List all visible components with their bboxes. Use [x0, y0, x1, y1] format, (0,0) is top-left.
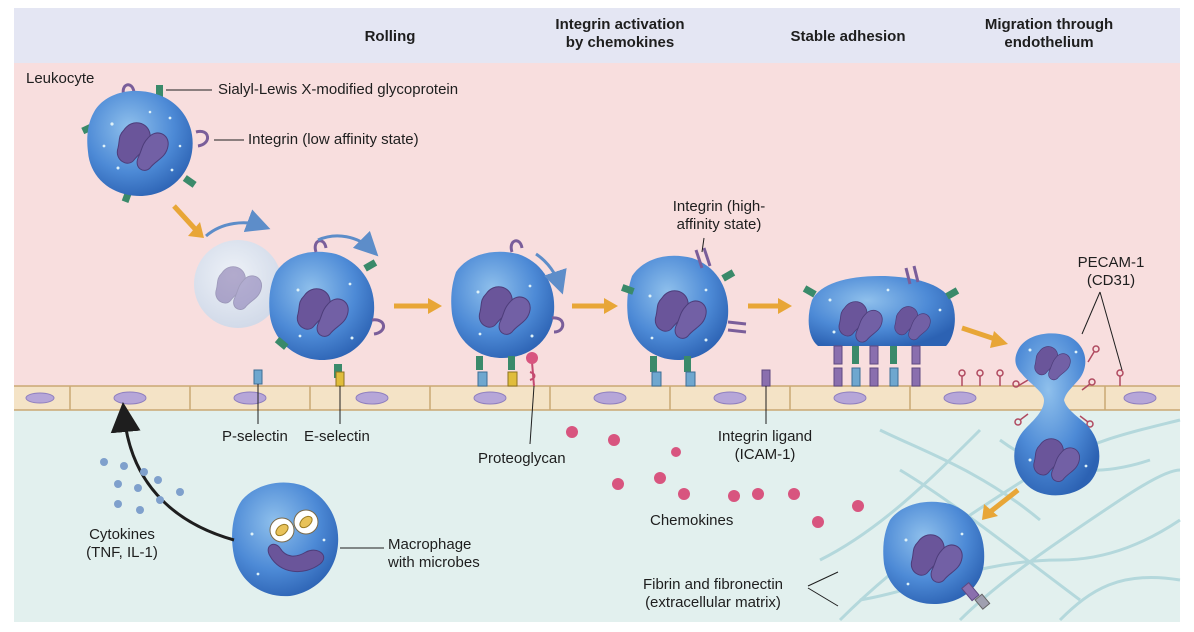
label-fibrin-line1: Fibrin and fibronectin [642, 576, 784, 593]
stage-migration-line1: Migration through [984, 16, 1114, 33]
tissue-area [14, 410, 1180, 622]
label-integrin-high-line1: Integrin (high- [672, 198, 766, 215]
label-integrin-low-affinity: Integrin (low affinity state) [248, 131, 419, 148]
progression-arrow-5 [961, 325, 999, 343]
label-pecam-1-line2: (CD31) [1086, 272, 1136, 289]
rolling-leukocyte-2 [451, 239, 567, 387]
cytokine-molecules [100, 458, 184, 514]
pecam-1-leaders [1081, 291, 1123, 371]
transmigrating-leukocyte [1014, 333, 1100, 496]
stage-migration-line2: endothelium [1004, 34, 1094, 51]
proteoglycan [526, 352, 538, 387]
adherent-leukocyte [802, 265, 960, 387]
label-macrophage-line2: with microbes [388, 554, 480, 571]
progression-arrow-1 [172, 204, 198, 232]
rolling-leukocyte [253, 230, 385, 387]
label-chemokines: Chemokines [650, 512, 734, 529]
rolling-motion-arrow [205, 209, 271, 238]
label-leaders [166, 89, 839, 607]
leukocyte-cell [81, 83, 209, 203]
label-leukocyte: Leukocyte [26, 70, 95, 87]
label-cytokines-line2: (TNF, IL-1) [86, 544, 158, 561]
stage-rolling: Rolling [364, 28, 416, 45]
label-fibrin-line2: (extracellular matrix) [645, 594, 781, 611]
microbe-icons [269, 509, 319, 543]
chemokine-molecules [566, 426, 864, 528]
label-e-selectin: E-selectin [304, 428, 370, 445]
stage-integrin-activation-line2: by chemokines [565, 34, 675, 51]
label-integrin-high-line2: affinity state) [676, 216, 762, 233]
label-p-selectin: P-selectin [222, 428, 288, 445]
label-integrin-ligand-line2: (ICAM-1) [734, 446, 796, 463]
integrin-high-leader [701, 237, 705, 253]
label-pecam-1-line1: PECAM-1 [1077, 254, 1145, 271]
stage-header-band [14, 8, 1180, 63]
stage-stable-adhesion: Stable adhesion [790, 28, 906, 45]
cytokine-signal-arrow [110, 402, 235, 542]
label-macrophage-line1: Macrophage [388, 536, 472, 553]
stage-integrin-activation-line1: Integrin activation [555, 16, 685, 33]
rolling-cell-ghost [194, 209, 282, 328]
activated-leukocyte [620, 247, 747, 387]
endothelium-layer [14, 385, 1180, 411]
migrated-leukocyte [883, 501, 991, 610]
label-sialyl-lewis-x: Sialyl-Lewis X-modified glycoprotein [218, 81, 459, 98]
integrin-ligand [761, 369, 771, 387]
macrophage [232, 482, 339, 597]
progression-arrow-6 [988, 488, 1020, 514]
label-proteoglycan: Proteoglycan [478, 450, 566, 467]
pecam-1-molecules [958, 345, 1124, 428]
label-cytokines-line1: Cytokines [89, 526, 155, 543]
label-integrin-ligand-line1: Integrin ligand [717, 428, 813, 445]
